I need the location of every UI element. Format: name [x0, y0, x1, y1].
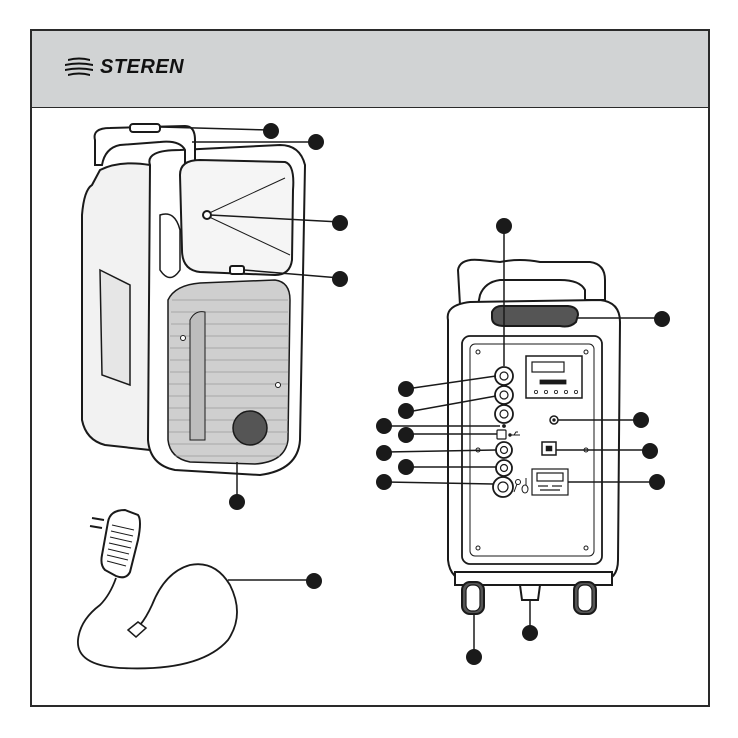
callout-marker-volume — [633, 412, 649, 428]
telescoping-handle — [458, 260, 605, 305]
callout-marker-player — [496, 218, 512, 234]
callout-marker-stand — [522, 625, 538, 641]
callout-marker-jack-2 — [398, 403, 414, 419]
callout-marker-jack-5 — [398, 459, 414, 475]
callout-marker-grip — [654, 311, 670, 327]
stand — [520, 585, 540, 600]
ac-adapter — [78, 510, 237, 668]
callout-marker-power — [642, 443, 658, 459]
usb-port — [497, 430, 506, 439]
callout-marker-led — [332, 271, 348, 287]
callout-marker-adapter — [306, 573, 322, 589]
player-display — [532, 362, 564, 372]
callout-marker-jack-4 — [376, 445, 392, 461]
tweeter-horn — [180, 160, 293, 275]
callout-marker-wheel — [466, 649, 482, 665]
mp3-player-module — [526, 356, 582, 398]
callout-marker-usb — [398, 427, 414, 443]
speaker-rear-view — [448, 260, 620, 614]
callout-marker-jack-1 — [398, 381, 414, 397]
callout-marker-handle — [308, 134, 324, 150]
callout-marker-handle-top — [263, 123, 279, 139]
callout-marker-combo — [376, 474, 392, 490]
callout-marker-led-indicator — [376, 418, 392, 434]
charging-port — [532, 469, 568, 495]
callout-marker-tweeter — [332, 215, 348, 231]
callout-marker-charging — [649, 474, 665, 490]
callout-marker-grille — [229, 494, 245, 510]
grip-handle — [492, 306, 578, 327]
speaker-front-view — [82, 124, 305, 475]
led-light — [230, 266, 244, 274]
